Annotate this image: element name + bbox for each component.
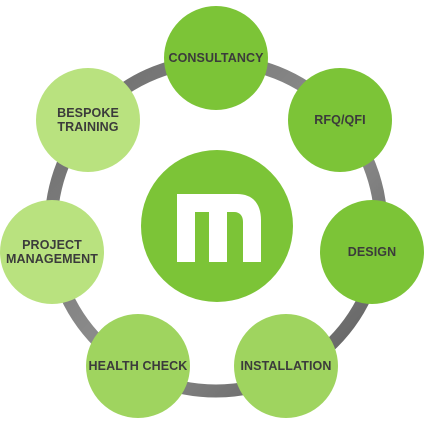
node-bespoke-training: BESPOKE TRAINING	[36, 68, 140, 172]
node-label-design: DESIGN	[347, 245, 397, 259]
node-health-check: HEALTH CHECK	[86, 314, 190, 418]
m-logo-icon	[141, 150, 293, 302]
node-label-project-management: PROJECT MANAGEMENT	[6, 238, 98, 266]
node-label-rfq-qfi: RFQ/QFI	[314, 113, 366, 127]
node-installation: INSTALLATION	[234, 314, 338, 418]
center-logo-disc	[141, 150, 293, 302]
node-label-consultancy: CONSULTANCY	[168, 51, 264, 65]
node-label-health-check: HEALTH CHECK	[88, 359, 188, 373]
node-project-management: PROJECT MANAGEMENT	[0, 200, 104, 304]
node-label-installation: INSTALLATION	[240, 359, 332, 373]
node-design: DESIGN	[320, 200, 424, 304]
node-rfq-qfi: RFQ/QFI	[288, 68, 392, 172]
node-consultancy: CONSULTANCY	[164, 6, 268, 110]
node-label-bespoke-training: BESPOKE TRAINING	[57, 106, 119, 134]
